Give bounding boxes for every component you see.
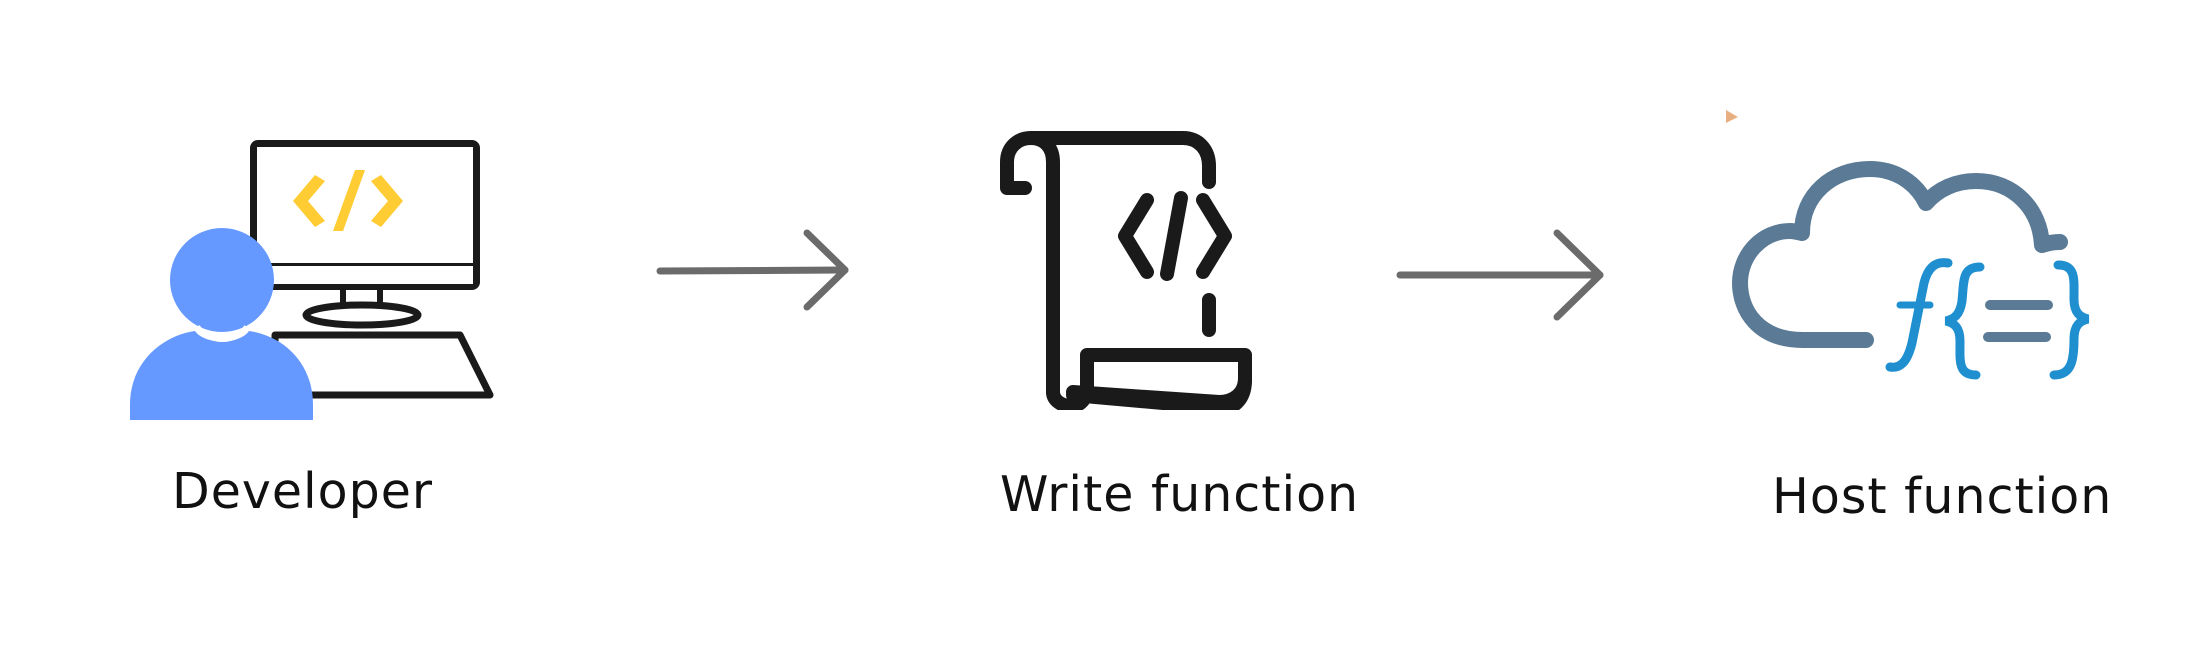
flow-arrow-1 [656,229,849,311]
code-scroll-icon [1000,131,1252,410]
node-label-host-function: Host function [1772,468,2113,525]
cloud-function-icon [1726,110,2090,380]
node-label-write-function: Write function [1000,466,1360,523]
developer-at-computer-icon [130,140,494,420]
flow-arrow-2 [1396,229,1604,321]
node-label-developer: Developer [172,463,434,520]
